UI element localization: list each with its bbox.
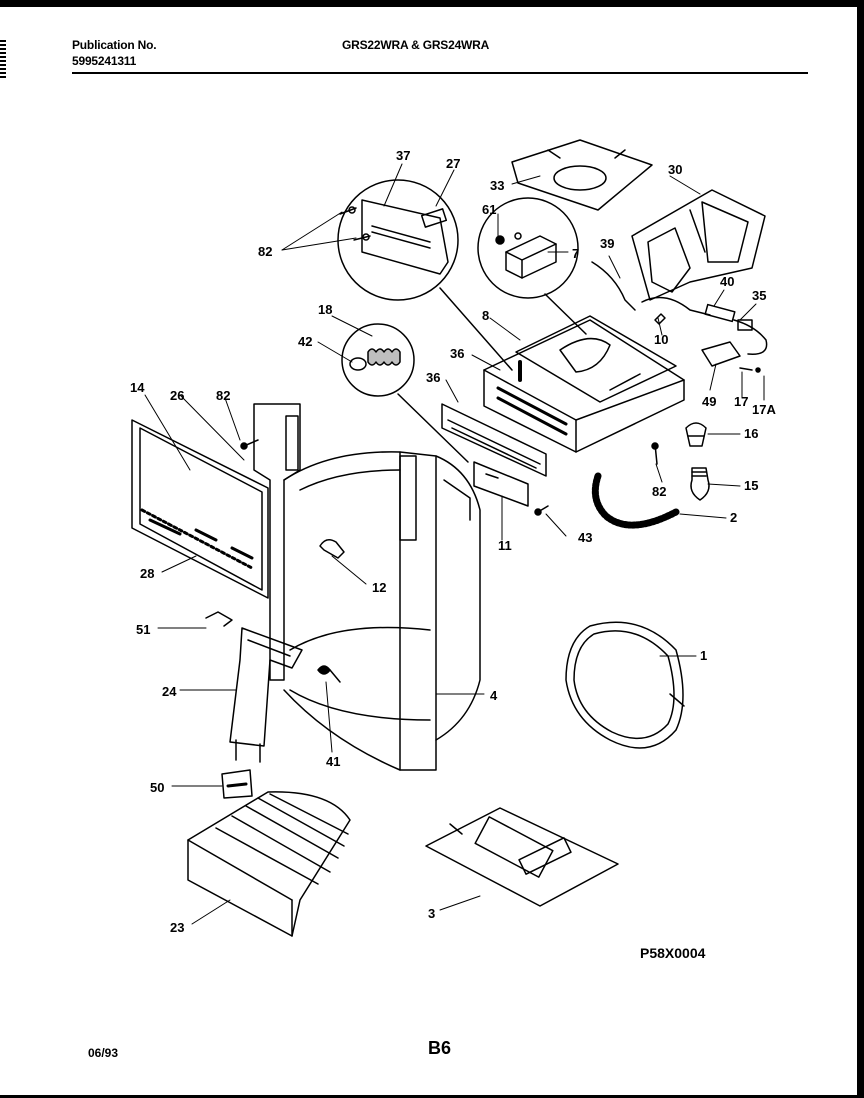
callout-49: 49 xyxy=(702,394,716,409)
callout-leaders xyxy=(144,163,765,925)
leader-detail-18 xyxy=(397,393,469,463)
callout-14: 14 xyxy=(130,380,145,395)
part-3-heater-plate xyxy=(425,807,619,907)
callout-36-upper: 36 xyxy=(450,346,464,361)
part-15-bulb xyxy=(690,467,710,501)
part-30-duct xyxy=(631,189,766,301)
publication-label: Publication No. xyxy=(72,38,157,52)
part-33-top-plate xyxy=(511,139,653,211)
callout-12: 12 xyxy=(372,580,386,595)
callout-82-mid: 82 xyxy=(216,388,230,403)
callout-10: 10 xyxy=(654,332,668,347)
callout-24: 24 xyxy=(162,684,177,699)
callout-36-lower: 36 xyxy=(426,370,440,385)
part-36-plate xyxy=(441,403,547,477)
callout-26: 26 xyxy=(170,388,184,403)
callout-82-top: 82 xyxy=(258,244,272,259)
part-11-bracket xyxy=(473,461,529,507)
header-rule xyxy=(72,72,808,74)
callout-labels: 37 27 82 33 30 61 7 39 40 35 18 42 8 36 … xyxy=(130,148,776,935)
frame-bottom-border xyxy=(0,1095,864,1098)
leader-detail-right xyxy=(544,293,587,335)
part-2-heater xyxy=(591,472,680,529)
callout-7: 7 xyxy=(572,246,579,261)
screws xyxy=(240,439,659,516)
callout-23: 23 xyxy=(170,920,184,935)
footer-page-number: B6 xyxy=(428,1038,452,1058)
callout-50: 50 xyxy=(150,780,164,795)
callout-28: 28 xyxy=(140,566,154,581)
callout-43: 43 xyxy=(578,530,592,545)
leader-detail-left xyxy=(439,287,513,371)
part-8-housing xyxy=(483,315,685,453)
callout-1: 1 xyxy=(700,648,707,663)
callout-27: 27 xyxy=(446,156,460,171)
callout-51: 51 xyxy=(136,622,150,637)
callout-16: 16 xyxy=(744,426,758,441)
callout-37: 37 xyxy=(396,148,410,163)
part-35-40-connector xyxy=(641,296,768,355)
part-1-gasket xyxy=(565,621,685,749)
callout-17a: 17A xyxy=(752,402,776,417)
part-4-funnel-housing xyxy=(283,451,481,771)
part-24-chute-arm xyxy=(229,627,303,763)
callout-15: 15 xyxy=(744,478,758,493)
callout-4: 4 xyxy=(490,688,498,703)
part-39-wire xyxy=(591,261,636,311)
callout-33: 33 xyxy=(490,178,504,193)
part-50-switch-pad xyxy=(221,769,253,799)
detail-circle-61-7 xyxy=(477,197,579,299)
callout-82-lower: 82 xyxy=(652,484,666,499)
frame-right-border xyxy=(857,0,864,1098)
callout-35: 35 xyxy=(752,288,766,303)
callout-40: 40 xyxy=(720,274,734,289)
diagram-code: P58X0004 xyxy=(640,945,706,961)
callout-18: 18 xyxy=(318,302,332,317)
callout-41: 41 xyxy=(326,754,340,769)
part-12-clip xyxy=(319,539,345,559)
part-41-spring xyxy=(317,665,341,683)
model-numbers: GRS22WRA & GRS24WRA xyxy=(342,38,490,52)
callout-3: 3 xyxy=(428,906,435,921)
part-14-dispenser-panel xyxy=(131,419,269,599)
callout-2: 2 xyxy=(730,510,737,525)
parts-10-49-17-small-items xyxy=(654,313,761,373)
part-51-bracket xyxy=(205,611,233,627)
callout-8: 8 xyxy=(482,308,489,323)
callout-11: 11 xyxy=(498,538,512,553)
detail-circle-18-42 xyxy=(341,323,415,397)
footer-date: 06/93 xyxy=(88,1046,119,1060)
part-23-drip-tray xyxy=(187,791,351,937)
frame-top-border xyxy=(0,0,864,7)
part-26-side-rail xyxy=(253,403,301,681)
callout-39: 39 xyxy=(600,236,614,251)
part-16-socket xyxy=(685,422,707,447)
detail-circle-37-27 xyxy=(337,179,459,301)
callout-61: 61 xyxy=(482,202,496,217)
publication-number: 5995241311 xyxy=(72,54,137,68)
callout-17: 17 xyxy=(734,394,748,409)
callout-42: 42 xyxy=(298,334,312,349)
callout-30: 30 xyxy=(668,162,682,177)
binder-marks xyxy=(0,40,6,80)
